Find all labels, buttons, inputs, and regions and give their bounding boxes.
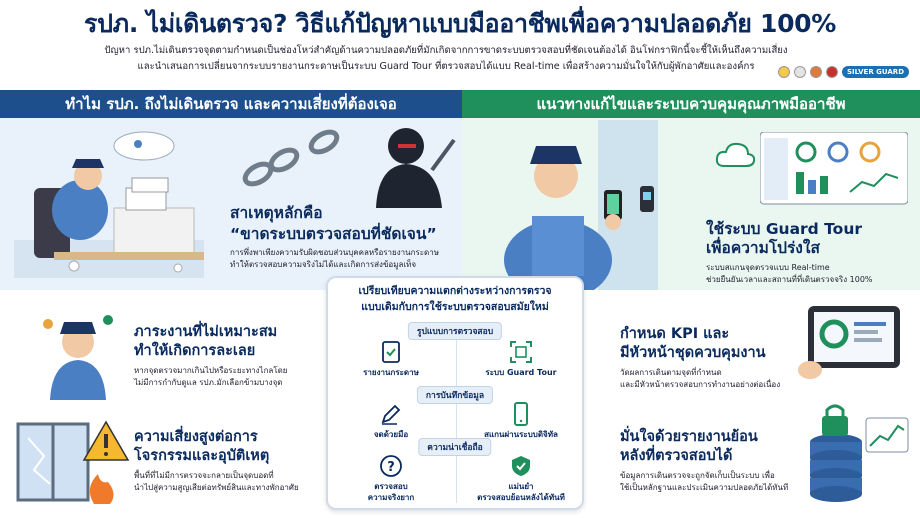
comparison-card: เปรียบเทียบความแตกต่างระหว่างการตรวจ แบบ… [326, 276, 584, 510]
comparison-title-line-1: เปรียบเทียบความแตกต่างระหว่างการตรวจ [358, 285, 552, 297]
partner-logo-3 [810, 66, 822, 78]
solution-desc-line-1: ระบบสแกนจุดตรวจแบบ Real-time [706, 263, 830, 272]
report-heading: มั่นใจด้วยรายงานย้อน หลังที่ตรวจสอบได้ [620, 428, 802, 466]
cause-description: การพึ่งพาเพียงความรับผิดชอบส่วนบุคคลหรือ… [230, 247, 452, 271]
workload-description: หากจุดตรวจมากเกินไปหรือระยะทางไกลโดย ไม่… [134, 365, 324, 389]
workload-desc-line-1: หากจุดตรวจมากเกินไปหรือระยะทางไกลโดย [134, 366, 288, 375]
old-recording-label: จดด้วยมือ [373, 430, 409, 439]
new-reliability: แม่นยำ ตรวจสอบย้อนหลังได้ทันที [462, 454, 580, 503]
database-icon [810, 434, 862, 502]
checklist-icon [382, 341, 400, 363]
comparison-title: เปรียบเทียบความแตกต่างระหว่างการตรวจ แบบ… [328, 283, 582, 315]
brand-logo: SILVER GUARD [842, 66, 910, 78]
comparison-divider [456, 338, 457, 503]
right-section-header: แนวทางแก้ไขและระบบควบคุมคุณภาพมืออาชีพ [462, 90, 920, 118]
solution-heading: ใช้ระบบ Guard Tour เพื่อความโปร่งใส [706, 220, 862, 258]
kpi-heading-line-2: มีหัวหน้าชุดควบคุมงาน [620, 345, 766, 361]
left-section-header: ทำไม รปภ. ถึงไม่เดินตรวจ และความเสี่ยงที… [0, 90, 462, 118]
workload-desc-line-2: ไม่มีการกำกับดูแล รปภ.มักเลือกข้ามบางจุด [134, 378, 283, 387]
workload-heading: ภาระงานที่ไม่เหมาะสม ทำให้เกิดการละเลย [134, 323, 324, 361]
intro-text: ปัญหา รปภ.ไม่เดินตรวจจุดตามกำหนดเป็นช่อง… [86, 43, 806, 75]
risk-desc-line-2: นำไปสู่ความสูญเสียต่อทรัพย์สินและทางพักอ… [134, 483, 299, 492]
lock-icon [822, 404, 848, 436]
page-title: รปภ. ไม่เดินตรวจ? วิธีแก้ปัญหาแบบมืออาชี… [83, 9, 837, 38]
old-inspection-method: รายงานกระดาษ [332, 340, 450, 378]
new-reliability-line-2: ตรวจสอบย้อนหลังได้ทันที [477, 493, 565, 502]
svg-text:?: ? [387, 460, 395, 475]
report-heading-line-2: หลังที่ตรวจสอบได้ [620, 448, 733, 464]
intro-line-2: และนำเสนอการเปลี่ยนจากระบบรายงานกระดาษเป… [137, 61, 755, 72]
risk-section: ความเสี่ยงสูงต่อการ โจรกรรมและอุบัติเหตุ… [134, 428, 326, 494]
workload-heading-line-2: ทำให้เกิดการละเลย [134, 343, 256, 359]
risk-desc-line-1: พื้นที่ที่ไม่มีการตรวจจะกลายเป็นจุดบอดที… [134, 471, 274, 480]
solution-description: ระบบสแกนจุดตรวจแบบ Real-time ช่วยยืนยันเ… [706, 262, 906, 286]
cause-heading-line-2: “ขาดระบบตรวจสอบที่ชัดเจน” [230, 225, 437, 243]
question-icon: ? [380, 455, 402, 477]
row-label-data-recording: การบันทึกข้อมูล [416, 386, 494, 404]
risk-heading-line-2: โจรกรรมและอุบัติเหตุ [134, 448, 270, 464]
shield-check-icon [512, 456, 530, 476]
thief-silhouette-illustration [376, 128, 456, 208]
solution-heading-line-1: ใช้ระบบ Guard Tour [706, 220, 863, 238]
stressed-guard-illustration [43, 315, 113, 400]
workload-section: ภาระงานที่ไม่เหมาะสม ทำให้เกิดการละเลย ห… [134, 323, 324, 389]
risk-description: พื้นที่ที่ไม่มีการตรวจจะกลายเป็นจุดบอดที… [134, 470, 326, 494]
report-desc-line-1: ข้อมูลการเดินตรวจจะถูกจัดเก็บเป็นระบบ เพ… [620, 471, 775, 480]
new-method-label: ระบบ Guard Tour [485, 368, 557, 377]
kpi-heading-line-1: กำหนด KPI และ [620, 326, 730, 342]
new-data-recording: สแกนผ่านระบบดิจิทัล [462, 402, 580, 440]
cause-heading: สาเหตุหลักคือ “ขาดระบบตรวจสอบที่ชัดเจน” [230, 203, 437, 245]
tablet-dashboard-illustration [798, 306, 900, 379]
qr-scan-icon [510, 341, 532, 363]
old-reliability: ? ตรวจสอบ ความจริงยาก [332, 454, 450, 503]
old-reliability-line-2: ความจริงยาก [367, 493, 415, 502]
cause-heading-line-1: สาเหตุหลักคือ [230, 204, 323, 222]
tired-guard-illustration [14, 131, 204, 278]
old-data-recording: จดด้วยมือ [332, 402, 450, 440]
kpi-heading: กำหนด KPI และ มีหัวหน้าชุดควบคุมงาน [620, 325, 800, 363]
row-label-inspection-method: รูปแบบการตรวจสอบ [407, 322, 503, 340]
partner-logo-2 [794, 66, 806, 78]
smartphone-icon [514, 402, 528, 426]
kpi-desc-line-1: วัดผลการเดินตามจุดที่กำหนด [620, 368, 722, 377]
workload-heading-line-1: ภาระงานที่ไม่เหมาะสม [134, 324, 278, 340]
new-recording-label: สแกนผ่านระบบดิจิทัล [484, 430, 558, 439]
dashboard-monitor-illustration [760, 132, 908, 205]
partner-logo-4 [826, 66, 838, 78]
old-method-label: รายงานกระดาษ [363, 368, 419, 377]
broken-window-illustration [16, 420, 130, 504]
report-section: มั่นใจด้วยรายงานย้อน หลังที่ตรวจสอบได้ ข… [620, 428, 802, 494]
intro-line-1: ปัญหา รปภ.ไม่เดินตรวจจุดตามกำหนดเป็นช่อง… [104, 45, 788, 56]
cloud-icon [715, 142, 756, 167]
kpi-description: วัดผลการเดินตามจุดที่กำหนด และมีหัวหน้าต… [620, 367, 800, 391]
old-reliability-line-1: ตรวจสอบ [374, 482, 408, 491]
risk-heading: ความเสี่ยงสูงต่อการ โจรกรรมและอุบัติเหตุ [134, 428, 326, 466]
partner-logos: SILVER GUARD [778, 66, 910, 78]
partner-logo-1 [778, 66, 790, 78]
cause-desc-line-1: การพึ่งพาเพียงความรับผิดชอบส่วนบุคคลหรือ… [230, 248, 440, 257]
new-inspection-method: ระบบ Guard Tour [462, 340, 580, 378]
comparison-title-line-2: แบบเดิมกับการใช้ระบบตรวจสอบสมัยใหม่ [361, 301, 549, 313]
broken-chain-illustration [242, 129, 340, 187]
report-desc-line-2: ใช้เป็นหลักฐานและประเมินความปลอดภัยได้ทั… [620, 483, 789, 492]
kpi-desc-line-2: และมีหัวหน้าตรวจสอบการทำงานอย่างต่อเนื่อ… [620, 380, 781, 389]
risk-heading-line-1: ความเสี่ยงสูงต่อการ [134, 429, 258, 445]
pen-icon [381, 404, 401, 425]
report-heading-line-1: มั่นใจด้วยรายงานย้อน [620, 429, 758, 445]
kpi-section: กำหนด KPI และ มีหัวหน้าชุดควบคุมงาน วัดผ… [620, 325, 800, 391]
row-label-reliability: ความน่าเชื่อถือ [418, 438, 492, 456]
database-security-illustration [810, 404, 909, 502]
fire-icon [89, 474, 114, 504]
new-reliability-line-1: แม่นยำ [508, 482, 534, 491]
guard-scanning-illustration [504, 120, 658, 290]
cause-desc-line-2: ทำให้ตรวจสอบความจริงไม่ได้และเกิดการส่งข… [230, 260, 417, 269]
solution-desc-line-2: ช่วยยืนยันเวลาและสถานที่ที่เดินตรวจจริง … [706, 275, 873, 284]
solution-heading-line-2: เพื่อความโปร่งใส [706, 239, 820, 257]
report-description: ข้อมูลการเดินตรวจจะถูกจัดเก็บเป็นระบบ เพ… [620, 470, 802, 494]
map-pin-icon [43, 319, 53, 329]
